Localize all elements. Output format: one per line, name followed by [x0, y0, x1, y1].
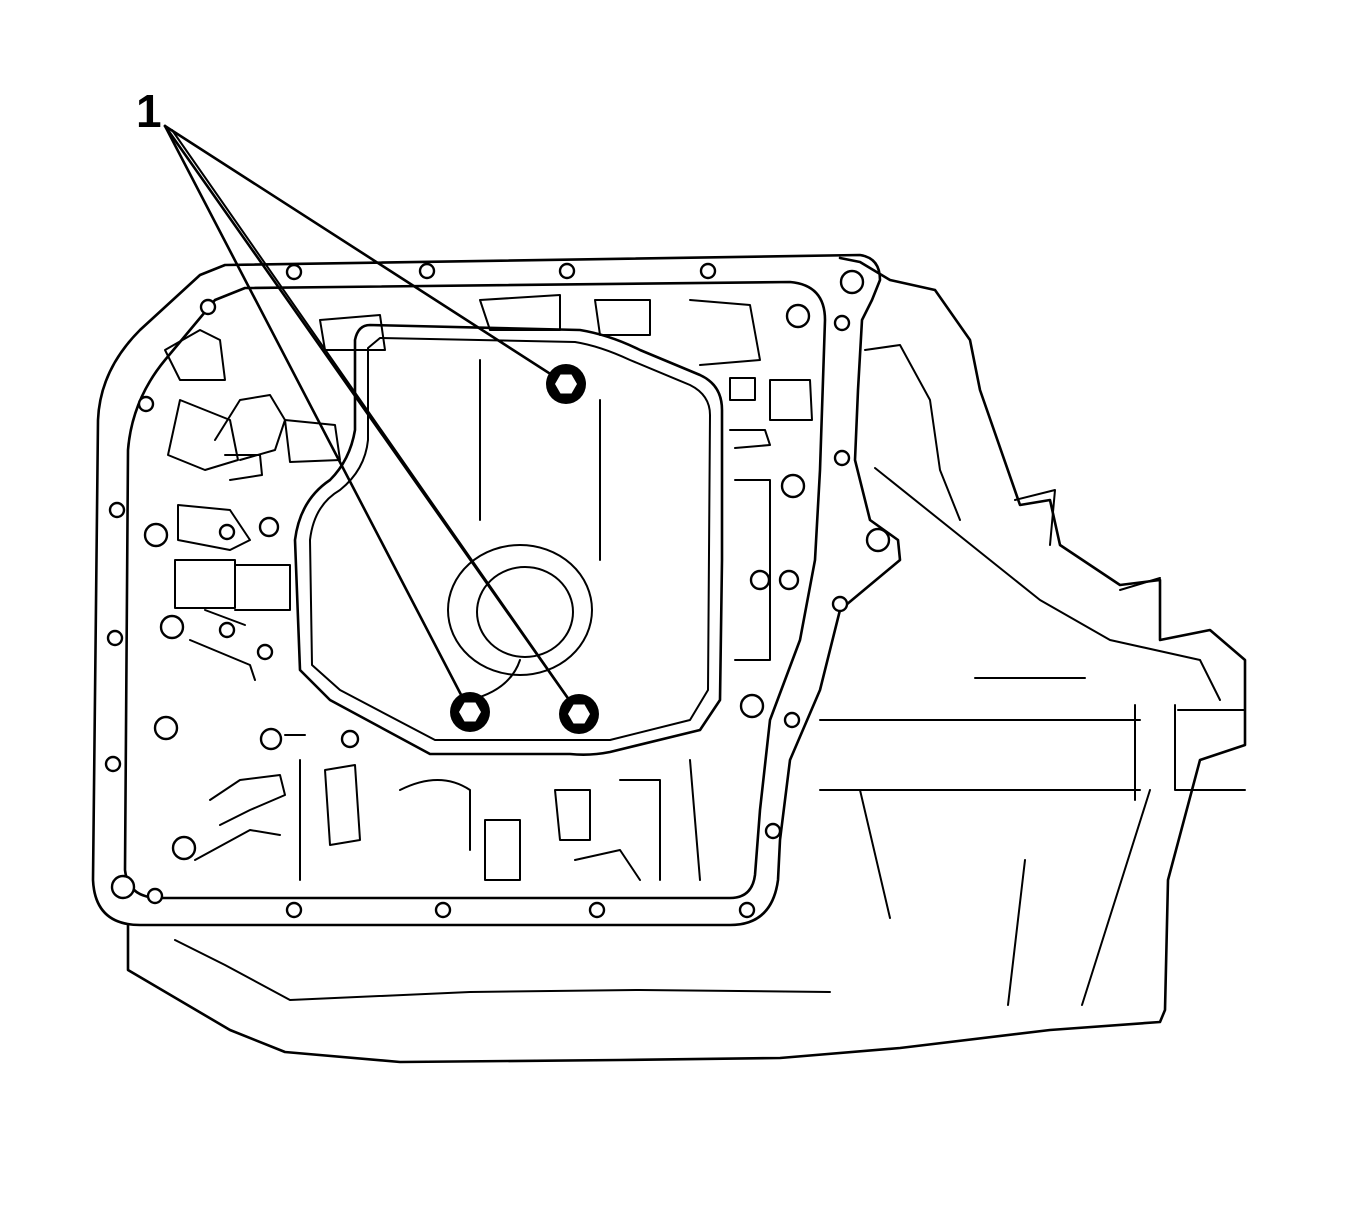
case-lower-inner [174, 939, 831, 1001]
flange-holes [104, 262, 891, 919]
pan-flange-inner [123, 280, 827, 900]
bolt-bottom-left [450, 692, 490, 732]
strainer-outlet [447, 544, 593, 676]
oil-strainer-outer [293, 323, 724, 756]
oil-strainer-inner [309, 337, 711, 741]
case-lower-outline [126, 256, 1247, 1064]
callout-leaders [163, 124, 581, 716]
pan-flange-outer [91, 253, 902, 927]
bolt-bottom-right [559, 694, 599, 734]
bolt-top [546, 364, 586, 404]
callout-label-1: 1 [136, 85, 162, 137]
valve-body-details [143, 294, 813, 881]
